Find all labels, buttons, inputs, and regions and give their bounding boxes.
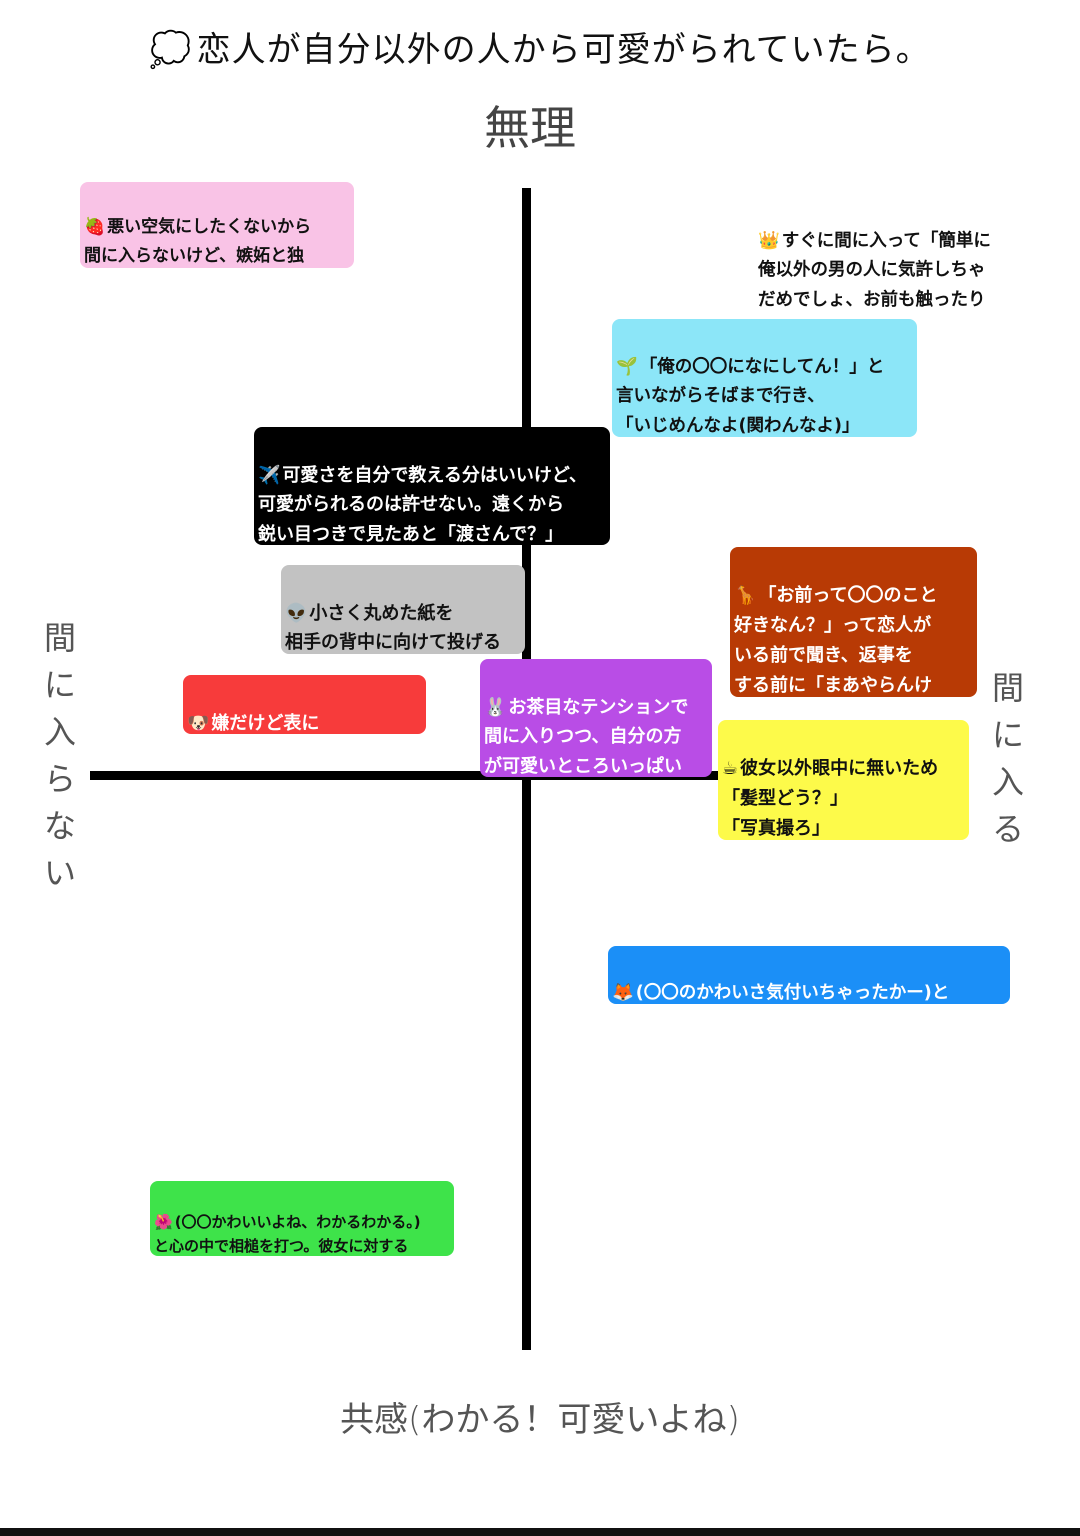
- note-strawberry: 🍓悪い空気にしたくないから 間に入らないけど、嫉妬と独 占欲を頭の中で必死に押し…: [80, 182, 354, 268]
- note-giraffe: 🦒「お前って〇〇のこと 好きなん？」って恋人が いる前で聞き、返事を する前に「…: [730, 547, 977, 697]
- note-crown: 👑すぐに間に入って「簡単に 俺以外の男の人に気許しちゃ だめでしょ、お前も触った…: [756, 197, 1056, 315]
- fox-icon: 🦊: [612, 983, 634, 1003]
- airplane-icon: ✈️: [258, 464, 281, 486]
- axis-label-left: 間に入らない: [43, 619, 76, 892]
- note-hibiscus: 🌺(〇〇かわいいよね、わかるわかる。) と心の中で相槌を打つ。彼女に対する 信頼…: [150, 1181, 454, 1256]
- bottom-border: [0, 1528, 1080, 1536]
- crown-icon: 👑: [758, 230, 780, 251]
- note-rabbit: 🐰お茶目なテンションで 間に入りつつ、自分の方 が可愛いところいっぱい 知ってま…: [480, 659, 712, 777]
- sprout-icon: 🌱: [616, 356, 638, 377]
- note-fox: 🦊(〇〇のかわいさ気付いちゃったかー)と 思いながらしれっと間に入って腰に手を回…: [608, 946, 1010, 1004]
- giraffe-icon: 🦒: [734, 585, 757, 606]
- coffee-icon: ☕: [722, 758, 739, 779]
- dog-icon: 🐶: [187, 712, 210, 734]
- note-alien: 👽小さく丸めた紙を 相手の背中に向けて投げる (察しろ精神): [281, 565, 525, 654]
- axis-label-right: 間に入る: [991, 669, 1024, 848]
- page-title: 💭恋人が自分以外の人から可愛がられていたら。: [149, 30, 931, 70]
- strawberry-icon: 🍓: [84, 217, 106, 237]
- note-sprout: 🌱「俺の〇〇になにしてん！」と 言いながらそばまで行き、 「いじめんなよ(関わん…: [612, 319, 917, 437]
- alien-icon: 👽: [285, 602, 308, 624]
- note-dog: 🐶嫌だけど表に 出さないし遠くから見守る: [183, 675, 426, 734]
- note-coffee: ☕彼女以外眼中に無いため 「髪型どう？」 「写真撮ろ」 と話し出して世界観を作る: [718, 720, 969, 840]
- note-airplane: ✈️可愛さを自分で教える分はいいけど、 可愛がられるのは許せない。遠くから 鋭い…: [254, 427, 610, 545]
- rabbit-icon: 🐰: [484, 696, 507, 718]
- hibiscus-icon: 🌺: [154, 1212, 173, 1231]
- horizontal-axis: [90, 771, 730, 780]
- thought-bubble-icon: 💭: [149, 30, 193, 70]
- axis-label-top: 無理: [484, 101, 576, 155]
- axis-label-bottom: 共感(わかる！可愛いよね): [340, 1400, 740, 1440]
